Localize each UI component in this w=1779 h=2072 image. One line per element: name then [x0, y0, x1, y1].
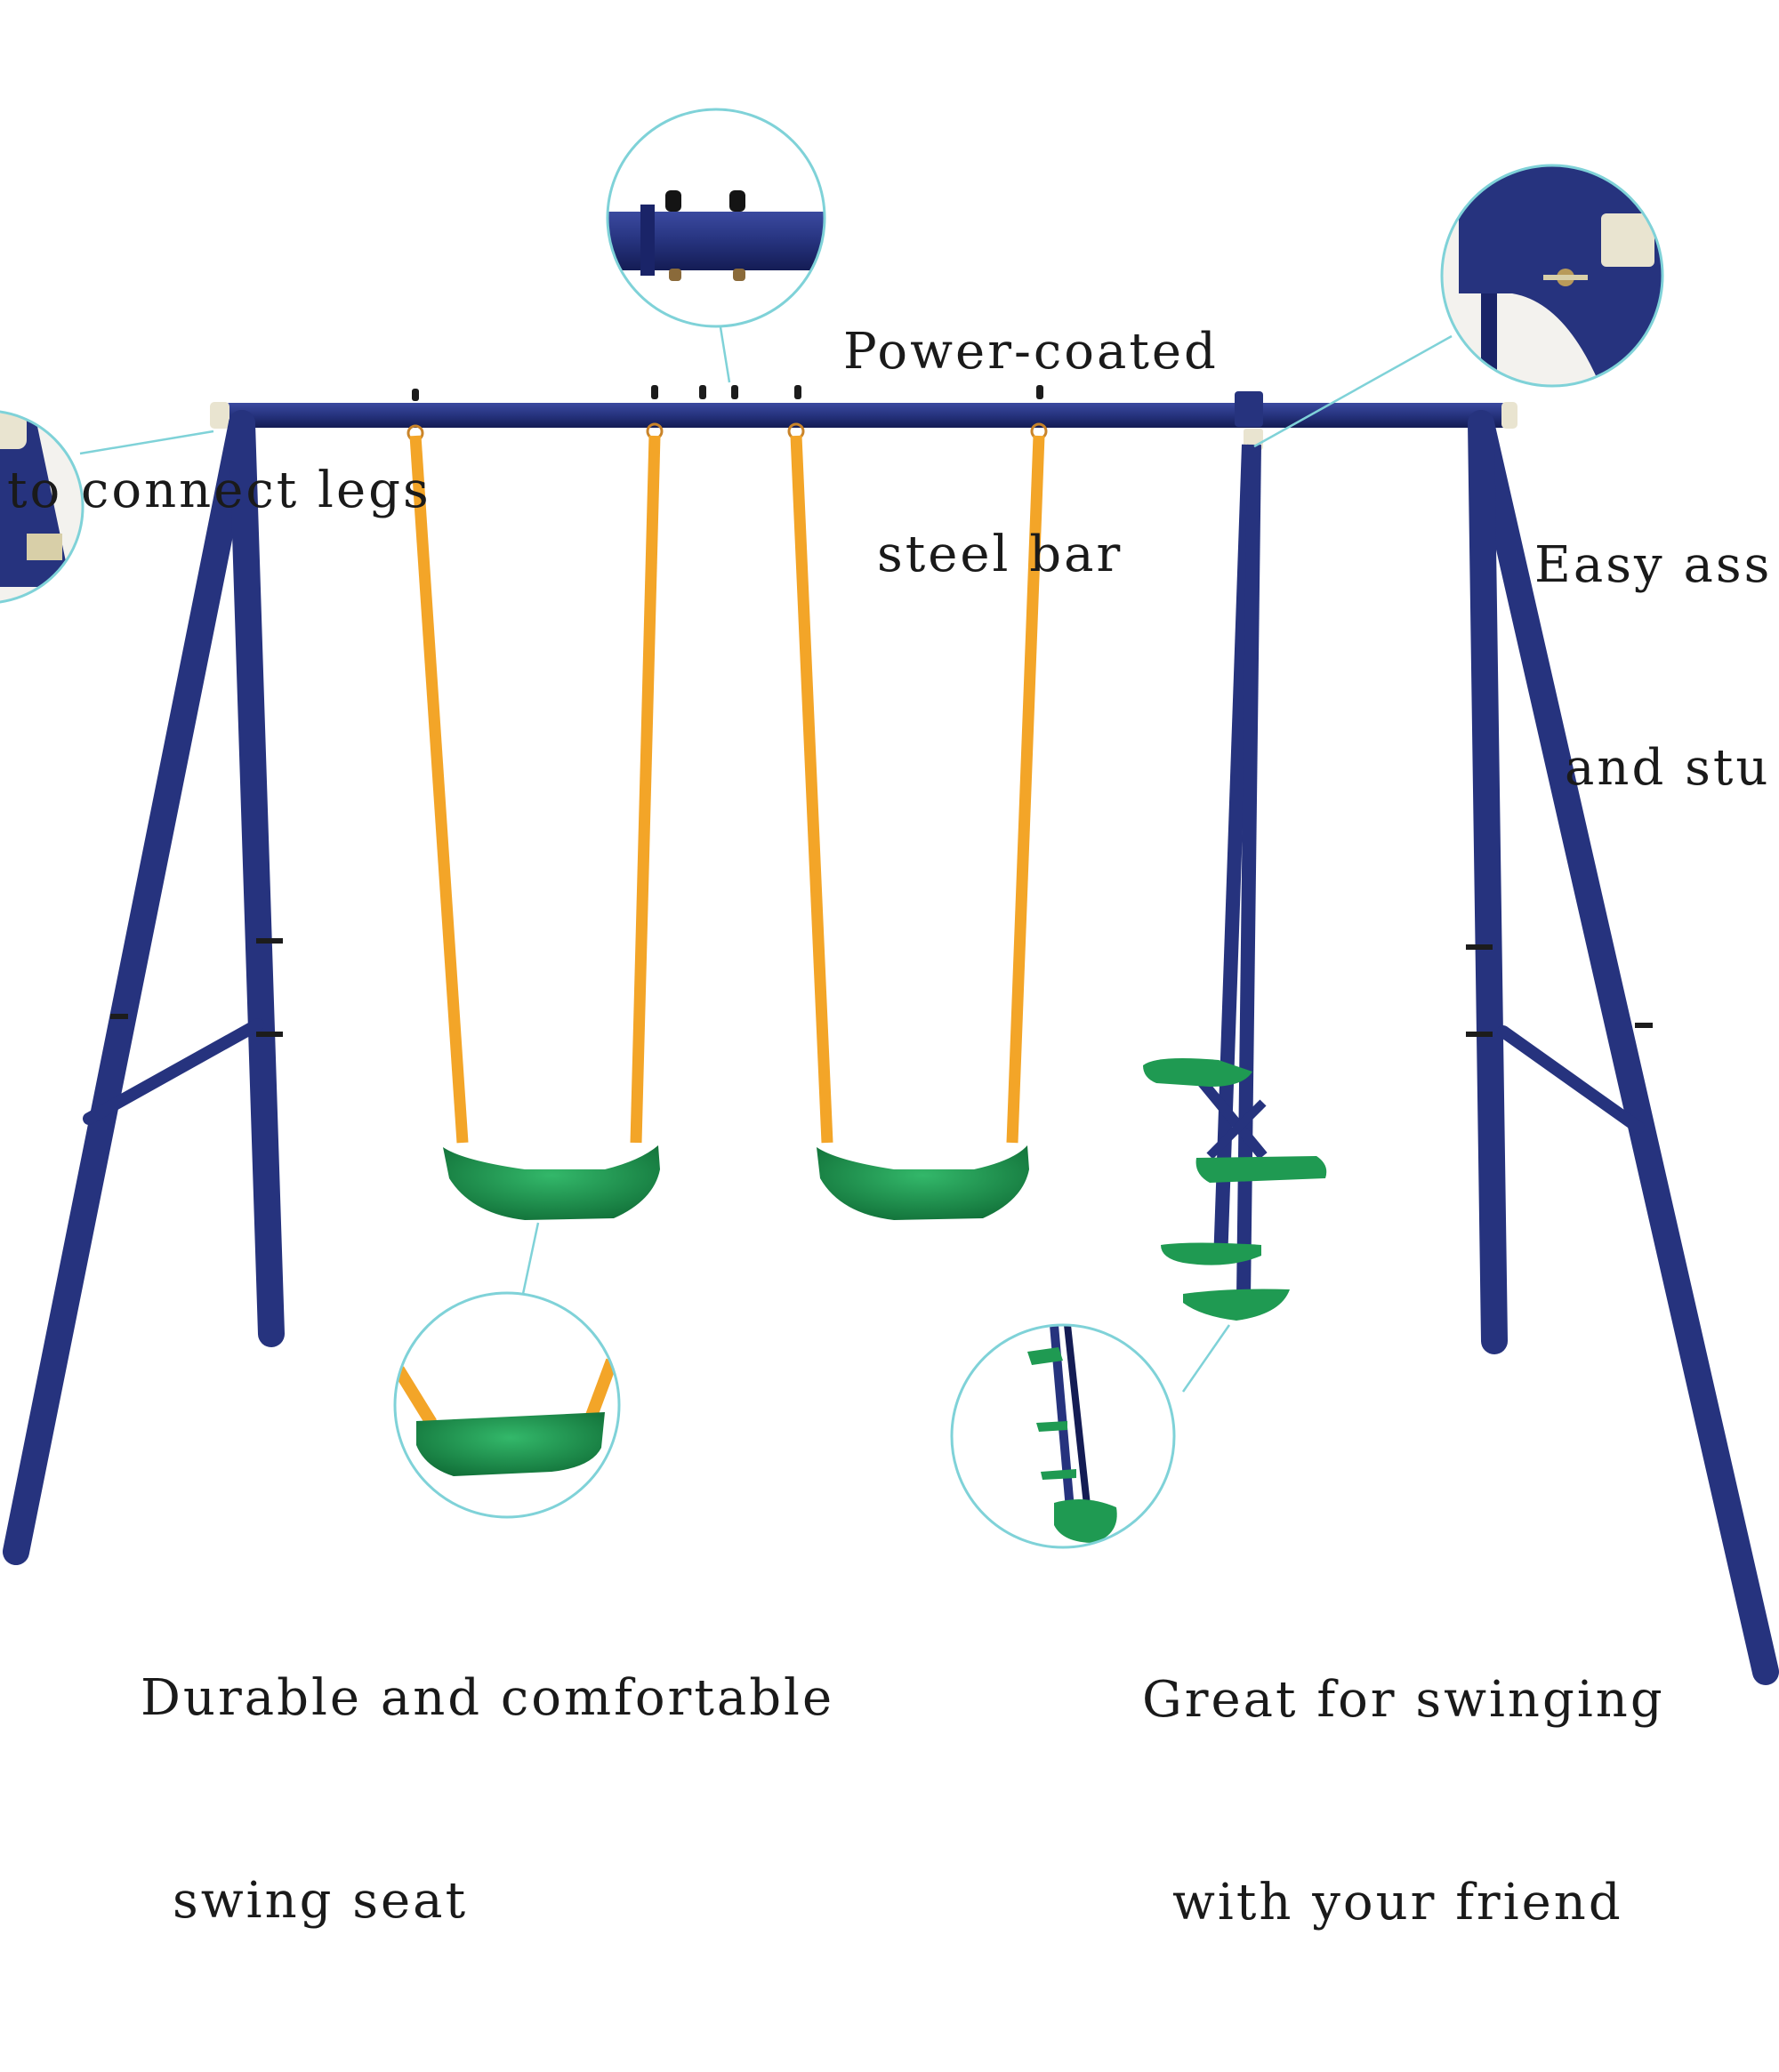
- swing-one: [407, 422, 664, 1220]
- callout-text-assembly: Easy ass and stu: [1534, 397, 1772, 937]
- callout-legs-line1: to connect legs: [7, 462, 431, 519]
- callout-circle-seat: [393, 1291, 621, 1519]
- right-a-frame: [1466, 410, 1779, 1685]
- callout-text-glider: Great for swinging with your friend: [1142, 1531, 1665, 2072]
- callout-glider-line1: Great for swinging: [1142, 1671, 1665, 1729]
- callout-bar-line2: steel bar: [877, 526, 1123, 583]
- callout-circle-bar: [606, 108, 826, 328]
- left-a-frame: [3, 410, 285, 1565]
- glider-swing: [1143, 391, 1327, 1321]
- callout-circle-assembly: [1440, 164, 1664, 388]
- callout-seat-line1: Durable and comfortable: [141, 1669, 835, 1727]
- callout-circle-glider: [950, 1323, 1176, 1549]
- product-image: to connect legs Power-coated steel bar E…: [0, 108, 1779, 1931]
- callout-text-seat: Durable and comfortable swing seat: [141, 1530, 834, 2070]
- callout-text-bar: Power-coated steel bar: [843, 183, 1219, 724]
- callout-bar-line1: Power-coated: [843, 323, 1219, 381]
- callout-text-legs: to connect legs: [7, 322, 431, 660]
- callout-seat-line2: swing seat: [173, 1872, 469, 1930]
- swing-set-illustration: [0, 108, 1779, 1685]
- swing-two: [787, 422, 1048, 1220]
- callout-connectors: [79, 326, 1453, 1393]
- callout-assembly-line2: and stu: [1565, 739, 1771, 797]
- callout-assembly-line1: Easy ass: [1534, 536, 1773, 594]
- callout-glider-line2: with your friend: [1172, 1874, 1623, 1931]
- top-crossbar: [210, 385, 1517, 429]
